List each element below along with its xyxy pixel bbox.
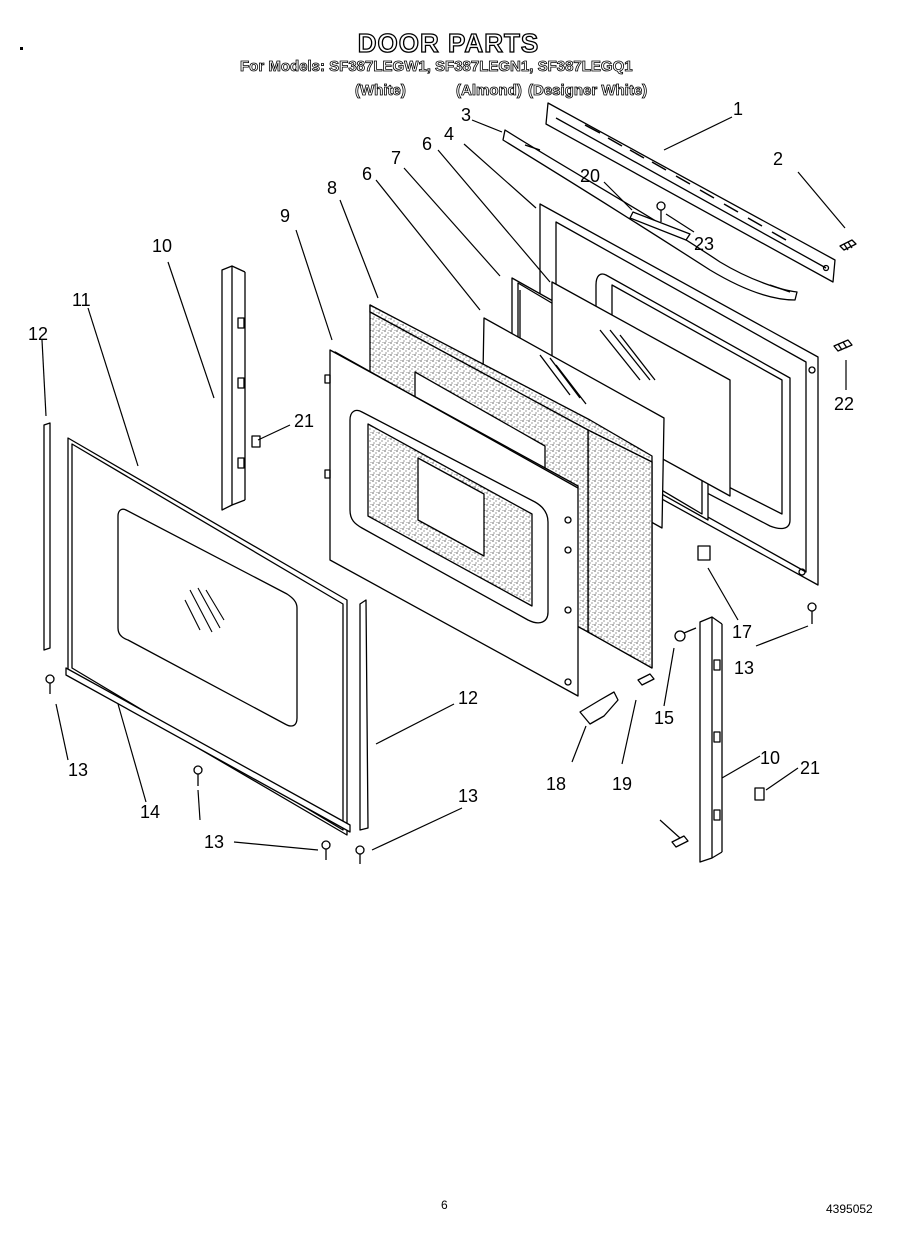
part-11-outer-glass (67, 437, 348, 836)
callout-19: 19 (612, 774, 632, 794)
part-13-screw-d (355, 845, 365, 864)
callout-10-right: 10 (760, 748, 780, 768)
callout-13-bottom-right: 13 (458, 786, 478, 806)
variant-almond: (Almond) (456, 82, 523, 100)
part-10-hinge-channel-left (221, 265, 246, 511)
title-block: DOOR PARTS (0, 27, 897, 59)
part-21-clip-left (251, 435, 261, 448)
part-23-screw (656, 201, 666, 222)
callout-23: 23 (694, 234, 714, 254)
part-13-screw-a (45, 674, 55, 694)
leader-lines (41, 116, 847, 851)
callout-6-lower: 6 (362, 164, 372, 184)
part-15-screw (674, 627, 697, 642)
callout-22: 22 (834, 394, 854, 414)
callout-12-right: 12 (458, 688, 478, 708)
part-10-hinge-channel-right (699, 616, 723, 863)
corner-mark (20, 47, 23, 50)
callout-15: 15 (654, 708, 674, 728)
callout-18: 18 (546, 774, 566, 794)
page-title: DOOR PARTS (357, 27, 540, 58)
callout-14: 14 (140, 802, 160, 822)
callout-12-left: 12 (28, 324, 48, 344)
part-22-screw (833, 339, 853, 352)
callout-13-bottom: 13 (204, 832, 224, 852)
callout-4: 4 (444, 124, 454, 144)
callout-7: 7 (391, 148, 401, 168)
part-12-side-trim-right (359, 599, 369, 831)
callout-21-right: 21 (800, 758, 820, 778)
callout-labels: 1 2 3 4 6 7 8 6 9 10 11 12 21 20 23 22 1… (28, 99, 854, 852)
part-13-screw-b (193, 765, 203, 786)
callout-10-left: 10 (152, 236, 172, 256)
part-13-screw-c (321, 840, 331, 860)
page-number: 6 (441, 1198, 448, 1212)
callout-1: 1 (733, 99, 743, 119)
part-21-clip-right (754, 787, 765, 801)
part-14-bottom-trim (65, 667, 351, 833)
callout-21-left: 21 (294, 411, 314, 431)
part-9-inner-liner (324, 349, 579, 697)
part-1-door-trim (545, 102, 836, 283)
part-12-side-trim-left (43, 422, 51, 651)
variant-white: (White) (355, 82, 407, 100)
callout-20: 20 (580, 166, 600, 186)
part-18-bracket (579, 691, 619, 725)
part-20-bracket (629, 211, 691, 241)
part-number: 4395052 (826, 1202, 873, 1216)
callout-6-upper: 6 (422, 134, 432, 154)
variant-designer-white: (Designer White) (528, 82, 648, 100)
callout-13-left: 13 (68, 760, 88, 780)
callout-9: 9 (280, 206, 290, 226)
part-19-screw (637, 673, 655, 686)
part-2-screw (839, 239, 857, 251)
callout-3: 3 (461, 105, 471, 125)
callout-13-right: 13 (734, 658, 754, 678)
models-line: For Models: SF387LEGW1, SF387LEGN1, SF38… (240, 58, 633, 76)
callout-2: 2 (773, 149, 783, 169)
callout-11: 11 (72, 290, 91, 310)
part-17-clip (697, 545, 711, 561)
callout-17: 17 (732, 622, 752, 642)
part-13-screw-e (807, 602, 817, 624)
callout-8: 8 (327, 178, 337, 198)
part-3-handle (502, 129, 798, 301)
